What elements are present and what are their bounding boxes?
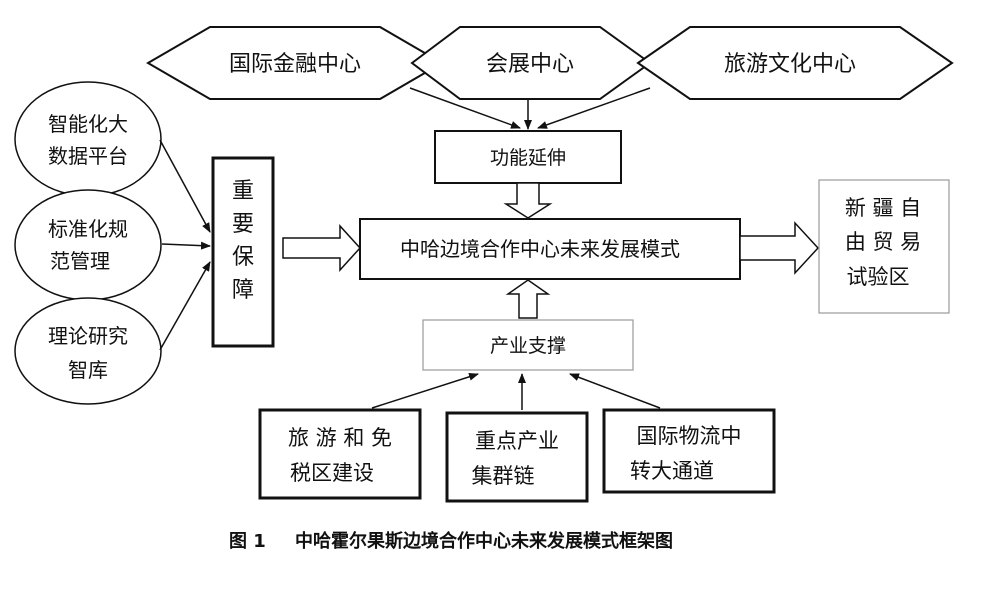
arrow-function-to-center — [503, 182, 553, 219]
hexagon-exhibition-center: 会展中心 — [410, 26, 652, 100]
circles-to-guarantee-arrows — [159, 139, 211, 351]
xinjiang-ftz-box: 新 疆 自 由 贸 易 试验区 — [818, 179, 950, 314]
ftz-line-2: 由 贸 易 — [845, 230, 921, 254]
guarantee-char-1: 重 — [232, 179, 254, 204]
logistics-line-1: 国际物流中 — [637, 424, 742, 448]
bottom-to-support-arrows — [371, 372, 661, 410]
industry-support-box: 产业支撑 — [422, 319, 634, 371]
hexagon-label: 旅游文化中心 — [724, 52, 856, 77]
ftz-line-1: 新 疆 自 — [845, 196, 921, 220]
figure-number: 图 1 — [229, 531, 266, 552]
circle-bigdata-platform: 智能化大 数据平台 — [14, 81, 162, 197]
tourism-dutyfree-line-2: 税区建设 — [290, 461, 374, 485]
cluster-line-2: 集群链 — [472, 464, 535, 488]
hexagon-label: 国际金融中心 — [229, 52, 361, 77]
figure-title: 中哈霍尔果斯边境合作中心未来发展模式框架图 — [295, 530, 673, 552]
arrow-guarantee-to-center — [282, 224, 362, 272]
hexagon-label: 会展中心 — [486, 52, 574, 77]
logistics-line-2: 转大通道 — [630, 459, 714, 483]
important-guarantee-box: 重 要 保 障 — [211, 156, 275, 348]
standard-line-1: 标准化规 — [48, 217, 128, 241]
circle-standard-management: 标准化规 范管理 — [14, 189, 162, 301]
ftz-line-3: 试验区 — [847, 265, 910, 289]
guarantee-char-2: 要 — [232, 212, 254, 237]
figure-caption: 图 1 中哈霍尔果斯边境合作中心未来发展模式框架图 — [229, 530, 673, 552]
thinktank-line-2: 智库 — [68, 358, 108, 382]
bigdata-line-2: 数据平台 — [48, 144, 128, 168]
tourism-dutyfree-box: 旅 游 和 免 税区建设 — [258, 408, 422, 500]
bigdata-line-1: 智能化大 — [48, 112, 128, 136]
function-extension-box: 功能延伸 — [434, 130, 622, 184]
key-industry-cluster-box: 重点产业 集群链 — [445, 411, 589, 503]
arrow-center-to-ftz — [739, 221, 820, 275]
cluster-line-1: 重点产业 — [475, 429, 559, 453]
arrow-support-to-center — [505, 279, 551, 319]
function-extension-label: 功能延伸 — [490, 147, 566, 169]
standard-line-2: 范管理 — [50, 249, 110, 273]
hexagon-tourism-culture-center: 旅游文化中心 — [636, 26, 954, 100]
guarantee-char-3: 保 — [232, 245, 254, 270]
thinktank-line-1: 理论研究 — [48, 324, 128, 348]
hexagon-to-function-arrows — [409, 87, 651, 130]
tourism-dutyfree-line-1: 旅 游 和 免 — [288, 426, 392, 450]
center-development-mode-box: 中哈边境合作中心未来发展模式 — [359, 218, 741, 280]
guarantee-char-4: 障 — [232, 278, 254, 303]
hexagon-finance-center: 国际金融中心 — [146, 26, 444, 100]
logistics-channel-box: 国际物流中 转大通道 — [602, 408, 776, 494]
circle-theory-thinktank: 理论研究 智库 — [14, 297, 162, 405]
center-box-label: 中哈边境合作中心未来发展模式 — [400, 237, 680, 261]
industry-support-label: 产业支撑 — [490, 335, 566, 357]
